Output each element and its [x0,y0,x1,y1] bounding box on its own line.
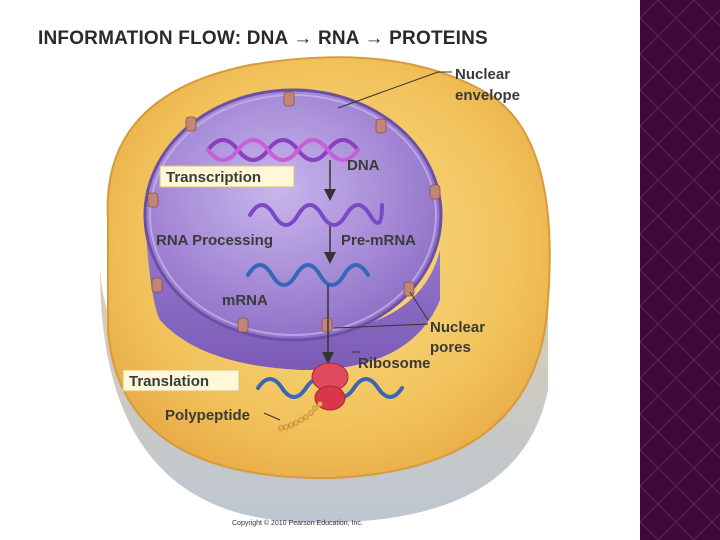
ribosome [311,362,349,411]
title-part-1: INFORMATION FLOW: DNA [38,28,288,49]
nuclear-envelope-label-line-2: envelope [455,87,520,104]
dna-double-helix [206,138,360,162]
translation-label: Translation [129,373,209,390]
nuclear-pores-label-line-1: Nuclear [430,319,485,336]
nuclear-pore [151,277,163,293]
title-part-2: RNA [317,28,359,49]
nuclear-envelope-label-line-1: Nuclear [455,66,510,83]
nuclear-pore [403,281,415,297]
translation-box [122,369,240,392]
information-flow-diagram: Nuclear envelope DNA Transcription RNA P… [100,56,551,527]
nuclear-pores-label-line-2: pores [430,339,471,356]
nuclear-pore [321,317,333,333]
polypeptide-label: Polypeptide [165,407,250,424]
nuclear-pore [283,91,295,107]
pre-mrna-strand [248,203,384,227]
leader-lines [263,71,452,421]
slide-title: INFORMATION FLOW: DNA → RNA → PROTEINS [38,28,488,50]
transcription-label: Transcription [166,169,261,186]
rna-processing-label: RNA Processing [156,232,273,249]
nuclear-pore [375,118,387,134]
dna-label: DNA [347,157,380,174]
nuclear-pore [147,192,159,208]
mrna-label: mRNA [222,292,268,309]
ribosome-label: Ribosome [358,355,431,372]
side-panel-decoration [640,0,720,540]
right-arrow-icon: → [293,28,313,49]
transcription-box [159,165,295,188]
copyright-notice: Copyright © 2010 Pearson Education, Inc. [232,519,363,527]
mrna-strand [246,263,370,287]
nucleus-side [145,220,440,371]
nuclear-pore [185,116,197,132]
polypeptide-chain [278,401,323,431]
right-arrow-icon: → [364,28,384,49]
nuclear-pore [237,317,249,333]
pre-mrna-label: Pre-mRNA [341,232,416,249]
nucleus [143,88,443,342]
nuclear-pore [429,184,441,200]
nuclear-pores [147,91,441,333]
title-part-3: PROTEINS [389,28,488,49]
